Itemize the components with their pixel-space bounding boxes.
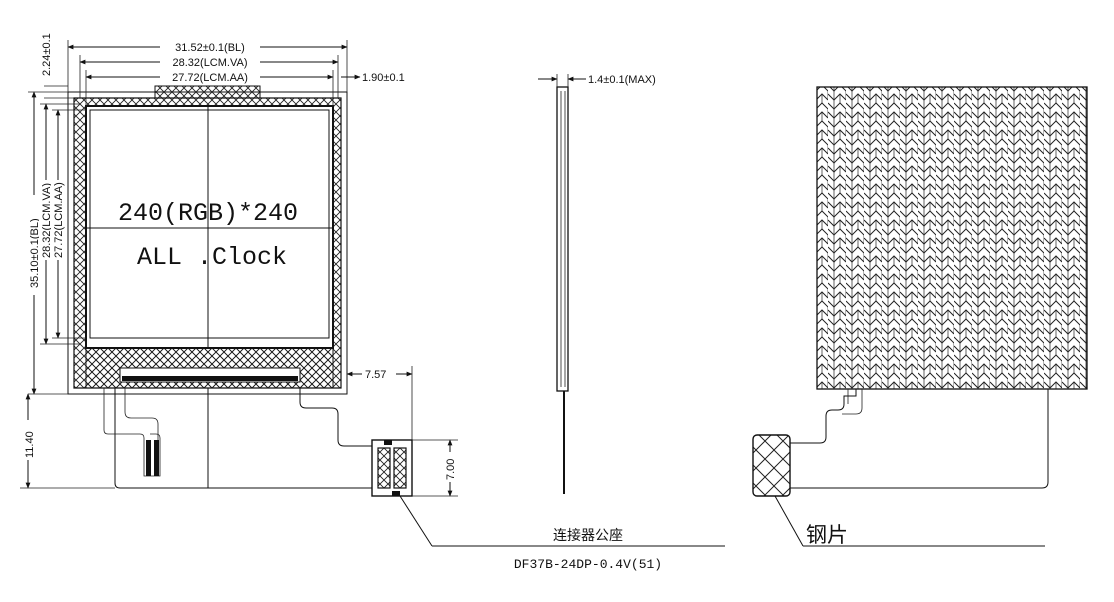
stiffener <box>752 434 791 497</box>
bond-pads <box>122 376 298 381</box>
dim-bl-width: 31.52±0.1(BL) <box>175 42 245 54</box>
dim-thickness: 1.4±0.1(MAX) <box>588 74 656 86</box>
dim-top-margin: 2.24±0.1 <box>41 33 53 76</box>
dim-va-width: 28.32(LCM.VA) <box>173 57 248 69</box>
dim-va-height: 28.32(LCM.VA) <box>41 183 53 258</box>
dim-tail-offset: 7.57 <box>365 369 386 381</box>
dim-tail-length: 11.40 <box>24 431 36 458</box>
back-steel-plate <box>816 86 1088 390</box>
back-view: 钢片 <box>752 86 1088 547</box>
view-area <box>89 109 330 339</box>
connector-part-number: DF37B-24DP-0.4V(51) <box>514 557 662 572</box>
side-profile <box>556 86 569 392</box>
dim-aa-width: 27.72(LCM.AA) <box>172 72 248 84</box>
active-area <box>85 105 334 349</box>
connector-callout: 连接器公座 DF37B-24DP-0.4V(51) <box>399 495 725 572</box>
dim-bl-height: 35.10±0.1(BL) <box>29 218 41 288</box>
front-view: 240(RGB)*240 ALL .Clock <box>67 85 348 488</box>
dim-aa-height: 27.72(LCM.AA) <box>53 182 65 258</box>
dim-side-margin: 1.90±0.1 <box>362 72 405 84</box>
fpc-tail <box>103 388 413 497</box>
connector-name: 连接器公座 <box>553 527 623 544</box>
steel-plate-label: 钢片 <box>806 523 848 547</box>
front-dimensions: 31.52±0.1(BL) 28.32(LCM.VA) 27.72(LCM.AA… <box>20 33 458 497</box>
top-tab <box>154 85 261 99</box>
side-view: 1.4±0.1(MAX) <box>538 74 656 494</box>
panel-label: ALL .Clock <box>137 243 287 272</box>
dim-connector-width: 7.00 <box>445 459 457 480</box>
resolution-label: 240(RGB)*240 <box>118 199 298 228</box>
